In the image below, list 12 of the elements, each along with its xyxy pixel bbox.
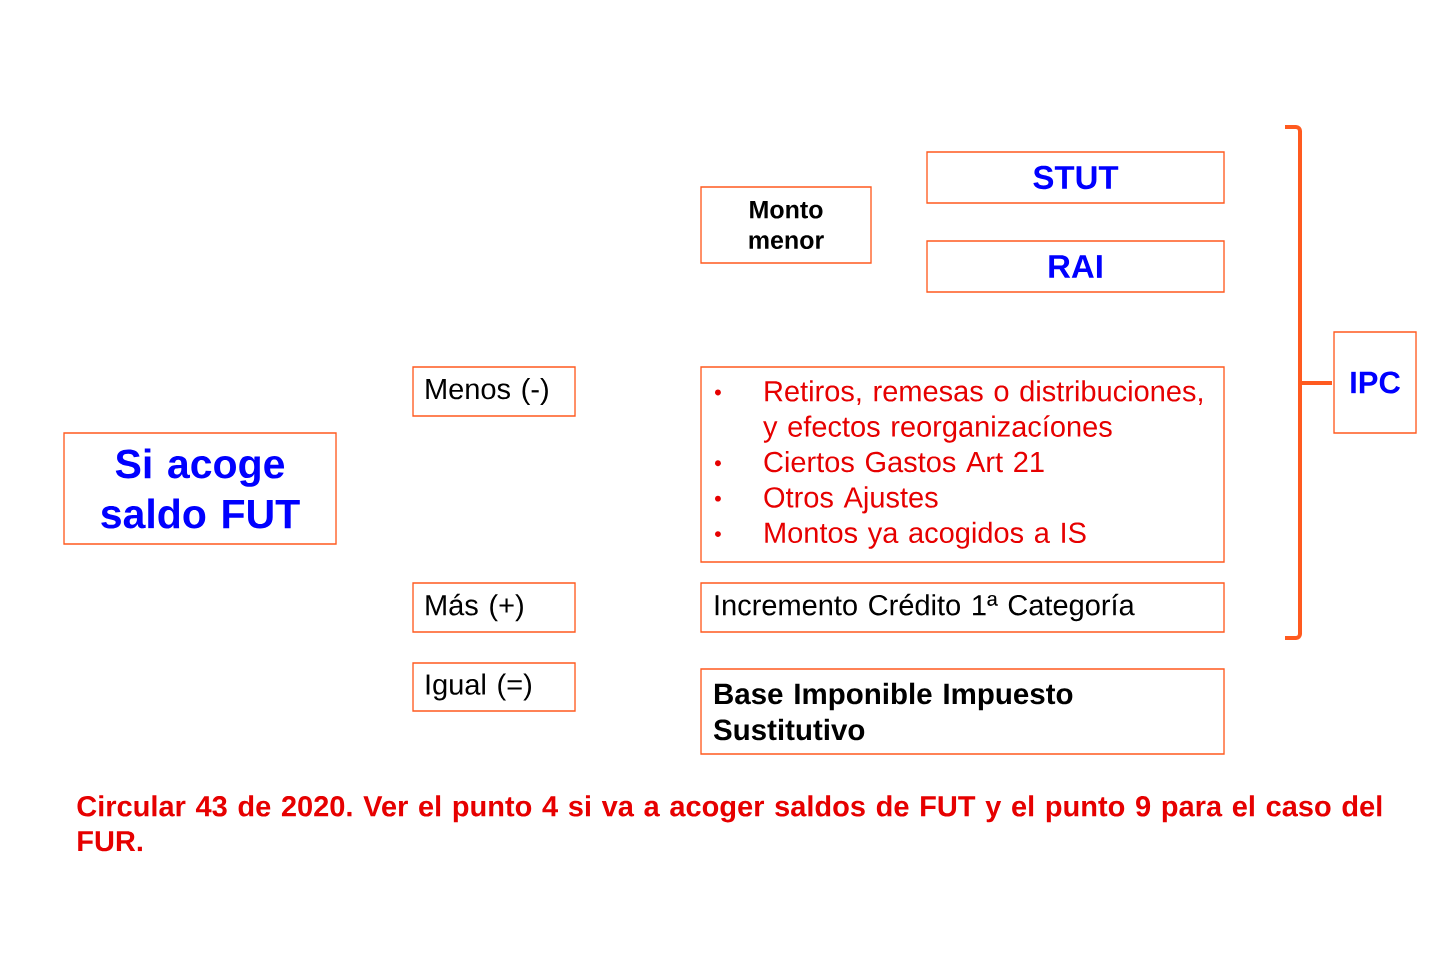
result-box: Base Imponible Impuesto Sustitutivo <box>700 668 1225 755</box>
caption: Circular 43 de 2020. Ver el punto 4 si va a acoger saldos de FUT y el punto 9 para el caso del FUR. <box>77 795 1382 852</box>
bullet-list-box: Retiros, remesas o distribuciones, y efectos reorganizacíones Ciertos Gastos Art 21 Otros Ajustes Montos ya acogidos a IS <box>700 366 1225 563</box>
process-box: Incremento Crédito 1ª Categoría <box>700 582 1225 633</box>
heading-box: STUT <box>926 151 1225 204</box>
label-box: Monto menor <box>700 186 872 264</box>
heading-box: IPC <box>1333 331 1417 434</box>
operator-box: Menos (-) <box>412 366 576 417</box>
operator-box: Más (+) <box>412 582 576 633</box>
title-box: Si acoge saldo FUT <box>63 432 337 545</box>
heading-box: RAI <box>926 240 1225 293</box>
operator-box: Igual (=) <box>412 662 576 712</box>
